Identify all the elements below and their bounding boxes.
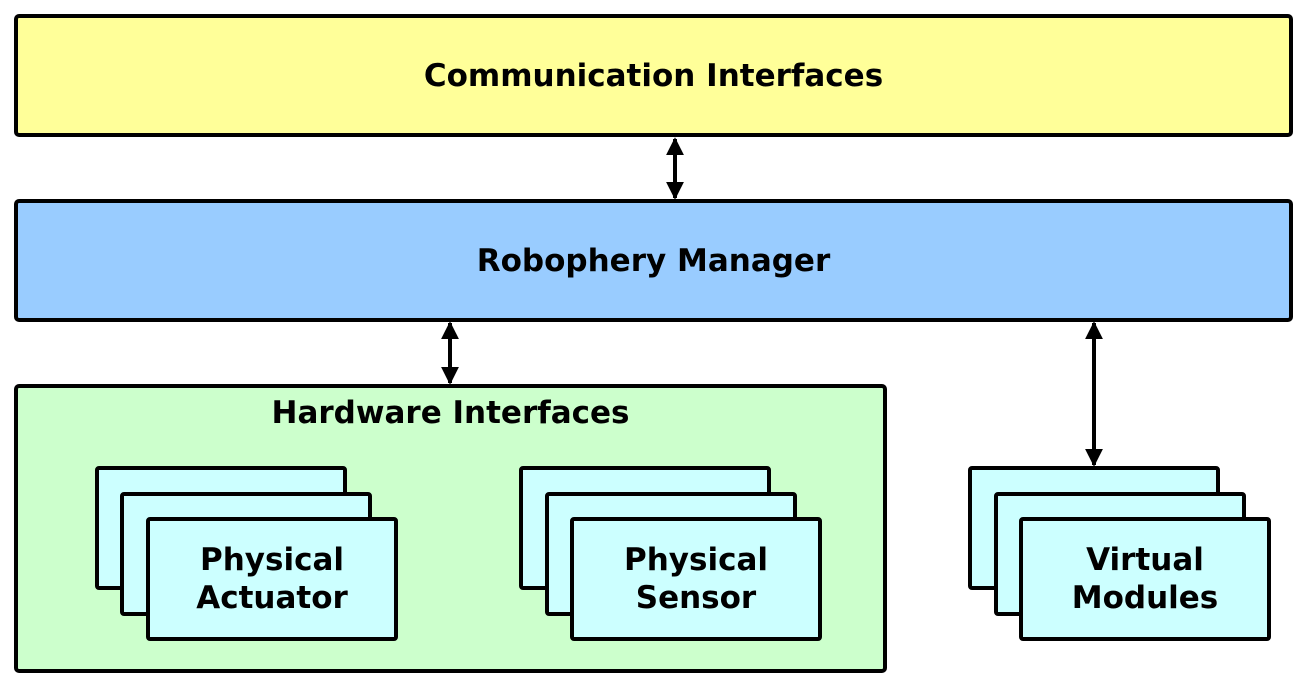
physical-sensor-box: Physical Sensor	[570, 517, 822, 641]
virtual-modules-box: Virtual Modules	[1019, 517, 1271, 641]
communication-interfaces-box: Communication Interfaces	[14, 14, 1293, 137]
robophery-manager-label: Robophery Manager	[476, 242, 831, 279]
physical-actuator-label: Physical Actuator	[196, 542, 348, 616]
robophery-manager-box: Robophery Manager	[14, 199, 1293, 322]
physical-actuator-box: Physical Actuator	[146, 517, 398, 641]
communication-interfaces-label: Communication Interfaces	[423, 57, 884, 94]
virtual-modules-label: Virtual Modules	[1071, 542, 1219, 616]
physical-sensor-label: Physical Sensor	[624, 542, 768, 616]
hardware-interfaces-label: Hardware Interfaces	[271, 395, 630, 431]
